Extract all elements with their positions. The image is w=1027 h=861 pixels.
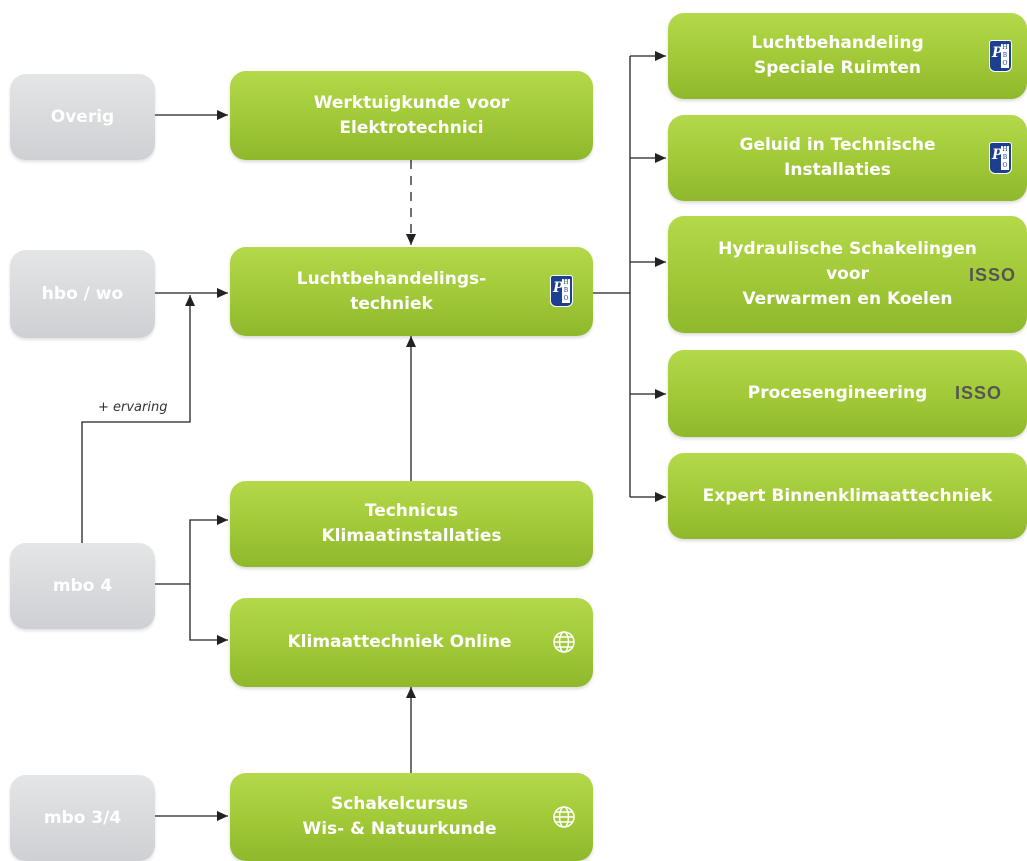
source-overig: Overig [10, 74, 155, 160]
course-werktuigkunde: Werktuigkunde voor Elektrotechnici [230, 71, 593, 160]
course-technicus-label: Technicus Klimaatinstallaties [321, 501, 502, 546]
phbo-logo-icon: P H B O [989, 40, 1012, 72]
course-klimaattechniek-online-label: Klimaattechniek Online [287, 632, 512, 652]
course-technicus-klimaatinstallaties: Technicus Klimaatinstallaties [230, 481, 593, 567]
spec-geluid-label: Geluid in Technische Installaties [739, 135, 936, 180]
source-mbo4: mbo 4 [10, 543, 155, 629]
course-schakelcursus-label: Schakelcursus Wis- & Natuurkunde [302, 794, 497, 839]
course-klimaattechniek-online: Klimaattechniek Online [230, 598, 593, 687]
edge-mbo4-online [189, 584, 228, 645]
source-hbo-wo: hbo / wo [10, 250, 155, 338]
source-mbo4-label: mbo 4 [52, 575, 113, 596]
spec-procesengineering: Procesengineering ISSO [668, 350, 1027, 437]
course-luchtbehandelingstechniek: Luchtbehandelings- techniek P H B O [230, 247, 593, 336]
spec-procesengineering-label: Procesengineering [747, 383, 928, 403]
spec-hydraulische-label: Hydraulische Schakelingen voor Verwarmen… [718, 239, 977, 309]
spec-speciale-ruimten: Luchtbehandeling Speciale Ruimten P H B … [668, 13, 1027, 99]
course-schakelcursus: Schakelcursus Wis- & Natuurkunde [230, 773, 593, 861]
isso-logo-icon: ISSO [969, 265, 1017, 285]
course-werktuigkunde-label: Werktuigkunde voor Elektrotechnici [313, 92, 510, 138]
phbo-logo-icon: P H B O [989, 142, 1012, 174]
globe-icon [553, 806, 575, 828]
spec-expert: Expert Binnenklimaattechniek [668, 453, 1027, 539]
isso-logo-icon: ISSO [955, 383, 1003, 403]
spec-hydraulische: Hydraulische Schakelingen voor Verwarmen… [668, 216, 1027, 333]
source-hbo-wo-label: hbo / wo [41, 283, 124, 304]
spec-geluid: Geluid in Technische Installaties P H B … [668, 115, 1027, 201]
edge-mbo4-ervaring [81, 295, 195, 543]
source-overig-label: Overig [50, 106, 115, 127]
globe-icon [553, 631, 575, 653]
phbo-logo-icon: P H B O [550, 275, 573, 307]
spec-speciale-ruimten-label: Luchtbehandeling Speciale Ruimten [751, 33, 924, 78]
source-mbo34: mbo 3/4 [10, 775, 155, 861]
course-luchtbehandelingstechniek-label: Luchtbehandelings- techniek [296, 268, 487, 314]
spec-expert-label: Expert Binnenklimaattechniek [702, 485, 993, 506]
source-mbo34-label: mbo 3/4 [43, 807, 122, 828]
edge-mbo4-technicus [189, 515, 228, 584]
edge-label-ervaring: + ervaring [98, 400, 168, 415]
